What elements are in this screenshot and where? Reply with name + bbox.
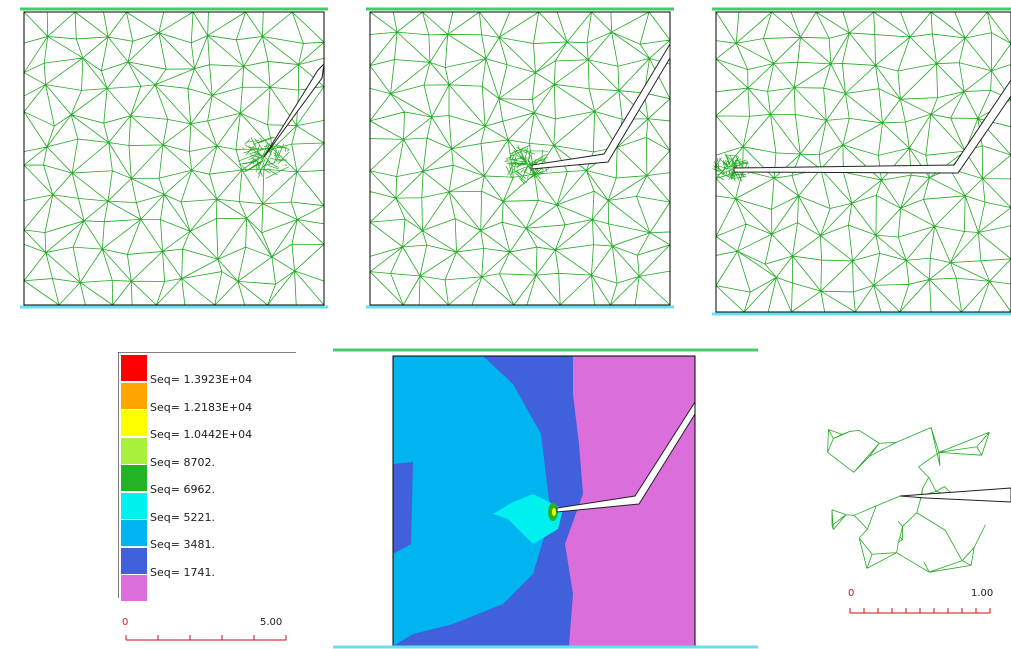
- mesh-panel-3-drawing: [712, 7, 1011, 316]
- legend-swatch: [121, 410, 147, 436]
- legend-label: Seq= 5221.: [150, 510, 215, 524]
- zoom-scale-max-label: 1.00: [971, 588, 994, 599]
- contour-zone-edge: [393, 462, 413, 554]
- stress-contour-panel: [333, 344, 758, 649]
- refined-mesh-zone: [237, 136, 290, 179]
- zoom-scale-bar: [849, 608, 991, 614]
- legend-scale-max-label: 5.00: [260, 617, 283, 628]
- legend-label: Seq= 1741.: [150, 565, 215, 579]
- specimen-outline: [23, 11, 325, 306]
- legend-label: Seq= 1.3923E+04: [150, 373, 253, 386]
- specimen-outline: [369, 11, 671, 306]
- mesh-lines: [369, 11, 671, 306]
- legend-swatch: [121, 465, 147, 491]
- contour-zone-max: [552, 508, 556, 516]
- legend-swatch: [121, 575, 147, 601]
- mesh-panel-2: [352, 0, 702, 320]
- stress-contour-drawing: [333, 348, 758, 649]
- legend-label: Seq= 1.0442E+04: [150, 428, 253, 441]
- legend-swatch: [121, 520, 147, 546]
- crack: [263, 62, 325, 158]
- crack-tip-zoom-drawing: [827, 427, 1011, 614]
- legend-swatch: [121, 437, 147, 464]
- legend-label: Seq= 6962.: [150, 483, 215, 496]
- legend-swatch: [121, 492, 147, 519]
- crack: [531, 42, 671, 170]
- legend-swatch: [121, 355, 147, 381]
- legend-swatch: [121, 382, 147, 409]
- mesh-panel-2-drawing: [366, 7, 674, 309]
- crack-tip-zoom-panel: 0 1.00: [826, 426, 1011, 626]
- mesh-panel-3: [704, 0, 1011, 320]
- mesh-lines: [23, 11, 325, 306]
- legend-scale-bar: [125, 635, 287, 641]
- contour-zone-tip: [493, 494, 563, 544]
- legend-scale-zero-label: 0: [122, 617, 129, 628]
- zoom-scale-zero-label: 0: [848, 588, 855, 599]
- specimen-outline: [715, 11, 1011, 313]
- mesh-lines: [712, 11, 1011, 313]
- crack: [733, 79, 1011, 174]
- legend-label: Seq= 8702.: [150, 455, 215, 469]
- zoom-mesh-lines: [827, 427, 990, 573]
- mesh-panel-1-drawing: [20, 7, 328, 309]
- contour-zone-mid: [393, 356, 551, 646]
- mesh-panel-1: [0, 0, 345, 320]
- crack-tip: [899, 487, 1011, 503]
- legend-label: Seq= 1.2183E+04: [150, 400, 253, 414]
- legend-label: Seq= 3481.: [150, 538, 215, 551]
- legend-swatch: [121, 547, 147, 574]
